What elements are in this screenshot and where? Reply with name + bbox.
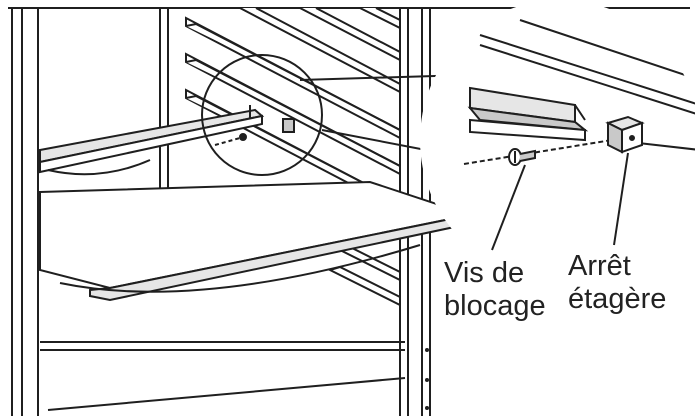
shelf-stop-block-icon [605,115,645,154]
locking-screw-label: Vis de blocage [444,257,546,323]
shelf-stop-label: Arrêt étagère [568,250,666,316]
screw-icon [508,148,536,166]
pull-out-shelf [39,180,481,302]
label-leader-lines [491,152,629,251]
mounting-holes [425,348,429,410]
shelf-stop-label-line-2: étagère [568,283,667,315]
locking-screw-label-line-2: blocage [444,290,546,322]
locking-screw-label-line-1: Vis de [444,257,525,289]
upper-shelf-slide [39,105,295,176]
shelf-stop-label-line-1: Arrêt [568,250,631,282]
zoom-detail [420,0,695,280]
